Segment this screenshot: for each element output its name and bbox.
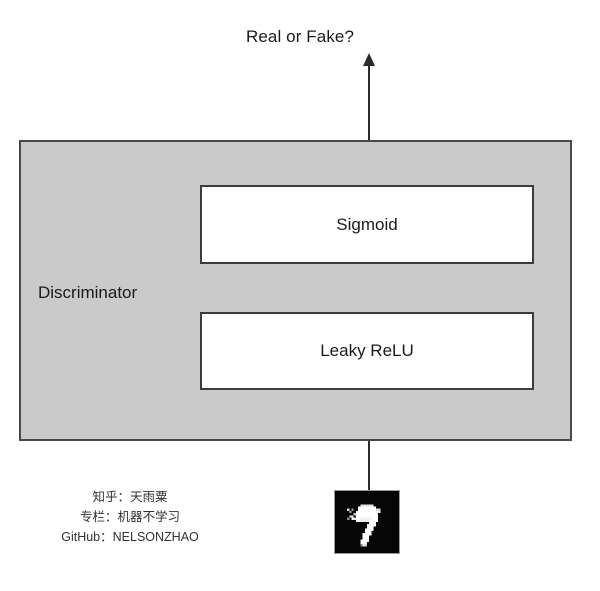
arrow-up-icon bbox=[363, 53, 375, 66]
credit-line-zhihu: 知乎：天雨粟 bbox=[92, 490, 168, 504]
credit-line-github: GitHub：NELSONZHAO bbox=[61, 530, 199, 544]
output-label: Real or Fake? bbox=[245, 27, 355, 46]
layer-box-sigmoid: Sigmoid bbox=[200, 185, 534, 264]
credit-line-column: 专栏：机器不学习 bbox=[79, 510, 180, 524]
layer-box-leaky-relu: Leaky ReLU bbox=[200, 312, 534, 390]
credits-block: 知乎：天雨粟 专栏：机器不学习 GitHub：NELSONZHAO bbox=[30, 487, 230, 547]
discriminator-label: Discriminator bbox=[38, 283, 138, 302]
layer-label-sigmoid: Sigmoid bbox=[336, 214, 398, 234]
input-connector-line bbox=[368, 441, 370, 491]
output-arrow-shaft bbox=[368, 64, 370, 141]
layer-label-leaky-relu: Leaky ReLU bbox=[320, 341, 414, 360]
mnist-digit-image bbox=[334, 490, 400, 554]
